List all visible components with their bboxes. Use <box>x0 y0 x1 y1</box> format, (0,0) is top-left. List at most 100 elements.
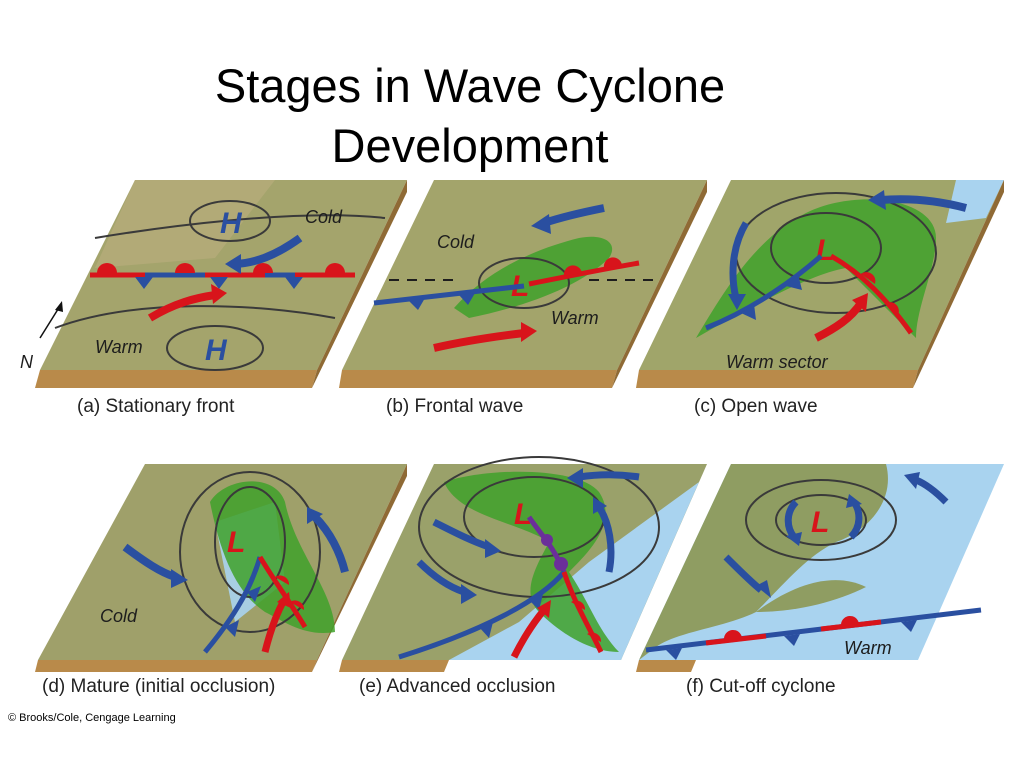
warm-front-bump <box>97 263 117 273</box>
warm-air-label: Warm <box>844 638 892 658</box>
cold-front-triangle <box>784 634 800 646</box>
stationary-front-warm-segment <box>820 619 882 632</box>
warm-air-arrow <box>261 600 287 653</box>
cold-front-line <box>373 283 525 306</box>
cold-front-triangle <box>901 620 917 632</box>
cold-air-label: Cold <box>100 606 138 626</box>
warm-air-arrow <box>510 607 547 659</box>
cold-front-triangle <box>529 594 543 610</box>
cold-air-arrow <box>312 514 349 574</box>
warm-air-arrow <box>433 329 525 352</box>
low-pressure-isobar <box>179 471 321 633</box>
cold-air-arrow-head <box>728 294 746 310</box>
stationary-front-line <box>645 607 982 653</box>
panel-stationary-front: H H Cold Warm N (a) Stationary front <box>20 178 407 417</box>
cold-front-triangle <box>786 274 802 290</box>
terrain-side <box>913 180 1004 388</box>
north-arrow-head <box>55 301 63 312</box>
warm-front-bump <box>571 600 586 610</box>
low-pressure-label: L <box>811 506 829 539</box>
terrain-side <box>312 180 407 388</box>
warm-front-bump <box>861 272 876 284</box>
cloud-band <box>444 471 619 652</box>
land-area <box>756 580 866 612</box>
cold-front-triangle <box>479 622 493 638</box>
north-label: N <box>20 352 34 372</box>
low-pressure-isobar <box>214 486 286 598</box>
terrain-edge <box>636 370 918 388</box>
land-area <box>639 464 888 660</box>
warm-front-line <box>528 260 640 287</box>
water-area <box>946 180 1004 223</box>
cloud-band <box>210 481 335 633</box>
warm-front-bump <box>886 302 899 315</box>
advanced-occlusion-diagram: L <box>339 456 707 672</box>
warm-sector-label: Warm sector <box>726 352 829 372</box>
circulation-arrow-head <box>846 494 862 508</box>
panel-caption: (e) Advanced occlusion <box>359 676 556 697</box>
low-pressure-isobar <box>478 257 570 309</box>
occluded-front-marker <box>554 557 568 571</box>
title-line-1: Stages in Wave Cyclone <box>214 59 726 112</box>
warm-front-bump <box>175 263 195 273</box>
panel-mature-occlusion: L Cold (d) Mature (initial occlusion) <box>35 462 407 697</box>
cold-front-triangle <box>741 304 756 320</box>
isobar <box>94 214 386 239</box>
low-pressure-label: L <box>514 498 532 531</box>
terrain-side <box>612 180 707 388</box>
cold-air-arrow <box>596 505 615 573</box>
cold-front-triangle <box>666 648 682 660</box>
cold-air-arrow-head <box>485 539 501 558</box>
stationary-front-diagram: H H Cold Warm N <box>20 180 407 388</box>
warm-front-bump <box>587 632 602 642</box>
warm-air-arrow-head <box>537 600 551 618</box>
low-pressure-isobar <box>745 479 897 561</box>
low-pressure-isobar <box>775 494 867 546</box>
panel-open-wave: L Warm sector (c) Open wave <box>636 178 1004 417</box>
cold-front-triangle <box>459 293 475 305</box>
cold-front-triangle <box>247 586 261 602</box>
panel-advanced-occlusion: L (e) Advanced occlusion <box>339 456 707 697</box>
cold-air-label: Cold <box>437 232 475 252</box>
frontal-wave-diagram: L Cold Warm <box>339 180 707 388</box>
warm-front-bump <box>723 629 742 640</box>
cold-air-label: Cold <box>305 207 343 227</box>
warm-front-line <box>829 253 914 335</box>
cold-air-arrow-head <box>567 468 583 488</box>
cold-air-arrow-head <box>171 569 188 588</box>
low-pressure-label: L <box>227 526 245 559</box>
circulation-arrow-head <box>786 532 802 546</box>
cold-air-arrow <box>914 476 949 505</box>
warm-front-bump <box>603 257 622 268</box>
warm-front-line <box>561 571 604 654</box>
terrain-edge <box>339 370 617 388</box>
warm-air-label: Warm <box>95 337 143 357</box>
cold-air-arrow <box>880 195 968 212</box>
warm-front-bump <box>563 265 582 276</box>
cold-air-arrow-head <box>868 190 886 210</box>
cut-off-cyclone-diagram: L Warm <box>636 464 1004 672</box>
high-pressure-isobar <box>166 325 264 371</box>
cold-air-arrow-head <box>904 472 920 489</box>
panel-caption: (a) Stationary front <box>77 396 235 417</box>
high-pressure-label: H <box>220 207 243 240</box>
terrain-edge <box>636 660 696 672</box>
cold-air-arrow <box>578 471 640 481</box>
cold-front-line <box>705 254 823 331</box>
warm-air-arrow <box>147 291 216 322</box>
cold-air-arrow-head <box>307 507 323 524</box>
cold-air-arrow-head <box>225 254 241 274</box>
panel-frontal-wave: L Cold Warm (b) Frontal wave <box>339 178 707 417</box>
warm-front-bump <box>840 615 859 626</box>
cold-front-triangle <box>225 620 239 637</box>
page-title: Stages in Wave Cyclone Development <box>130 56 810 176</box>
copyright-credit: © Brooks/Cole, Cengage Learning <box>8 712 176 724</box>
cold-front-triangle <box>210 277 228 289</box>
cold-air-arrow <box>729 221 750 299</box>
cold-front-triangle <box>285 277 303 289</box>
warm-front-bump <box>290 600 305 610</box>
warm-front-line <box>257 555 308 629</box>
panel-caption: (f) Cut-off cyclone <box>686 676 836 697</box>
warm-air-arrow-head <box>211 284 227 304</box>
cold-air-arrow-head <box>593 497 607 514</box>
